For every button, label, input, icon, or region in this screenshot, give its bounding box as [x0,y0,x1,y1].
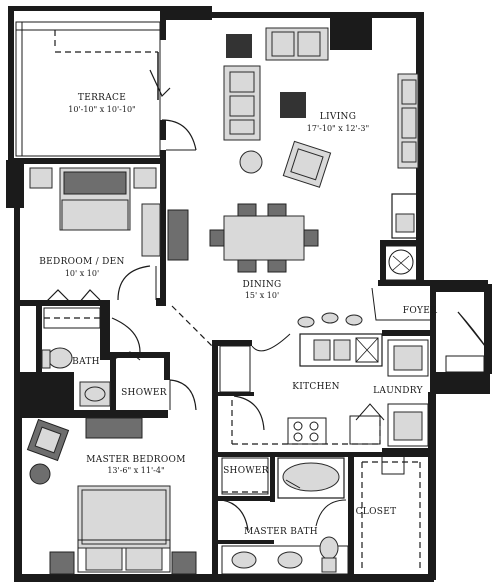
kitchen-fixtures [219,312,383,445]
terrace-railing [15,21,197,157]
master-bedroom-furniture [26,417,197,575]
dining-dims: 15' x 10' [245,291,279,300]
kitchen-label: KITCHEN [292,382,340,392]
terrace-label: TERRACE [78,93,126,103]
laundry-fixtures [355,339,429,447]
bedroom-den-label: BEDROOM / DEN [39,257,124,267]
exterior-walls [6,6,492,582]
foyer-label: FOYER [403,306,437,316]
living-furniture [223,27,419,188]
bath-label: BATH [72,357,100,367]
master-shower-label: SHOWER [223,466,269,476]
terrace-dims: 10'-10" x 10'-10" [68,105,135,114]
master-bath-fixtures [221,457,349,575]
closet-label: CLOSET [356,507,397,517]
living-dims: 17'-10" x 12'-3" [307,124,369,133]
living-label: LIVING [320,112,356,122]
dining-label: DINING [242,280,281,290]
shower-label: SHOWER [121,388,167,398]
foyer-fixtures [371,193,489,373]
master-bedroom-label: MASTER BEDROOM [86,455,185,465]
dining-furniture [167,203,319,273]
closet-fixtures [361,455,421,570]
interior-walls [14,120,488,576]
bath-fixtures [41,305,213,411]
master-bath-label: MASTER BATH [244,527,318,537]
room-labels: TERRACE 10'-10" x 10'-10" LIVING 17'-10"… [39,93,437,537]
bedroom-den-furniture [29,167,161,305]
laundry-label: LAUNDRY [373,386,423,396]
master-bedroom-dims: 13'-6" x 11'-4" [107,466,164,475]
bedroom-den-dims: 10' x 10' [65,269,99,278]
